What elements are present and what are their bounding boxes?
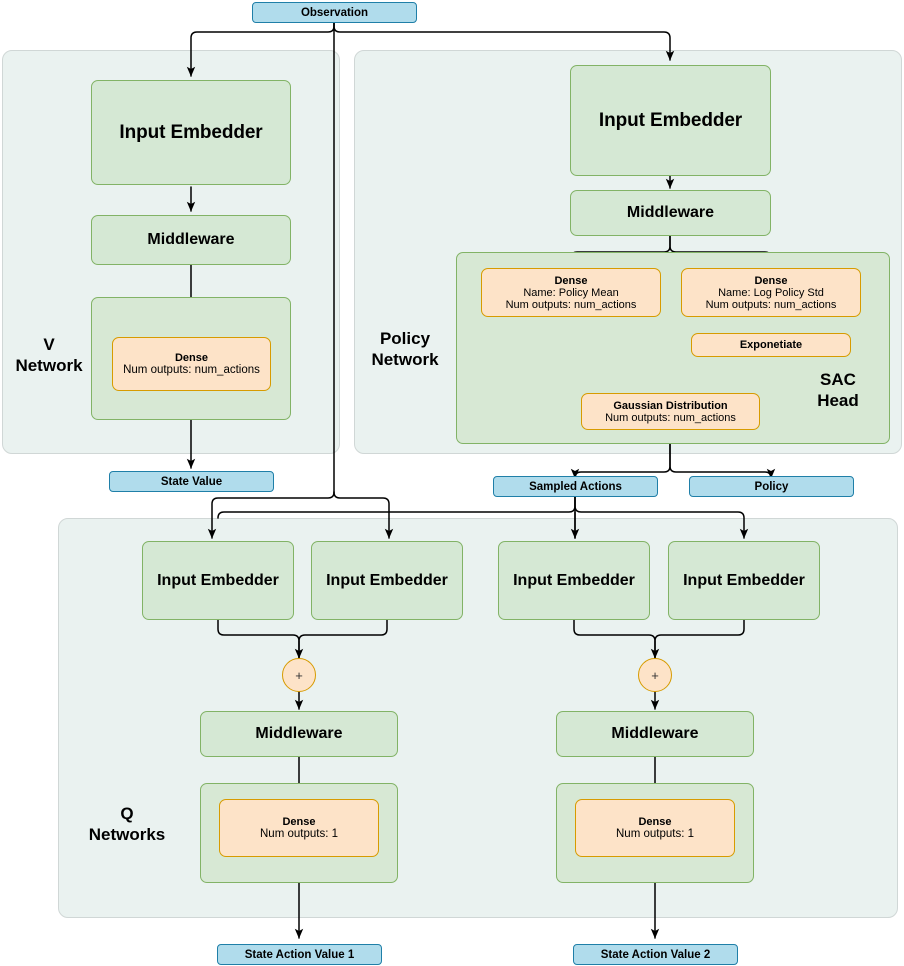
v-dense-title: Dense	[174, 352, 209, 364]
sac-gaussian-title: Gaussian Distribution	[613, 399, 728, 412]
policy-input-embedder-label: Input Embedder	[598, 109, 743, 131]
q-input-embedder-1-label: Input Embedder	[157, 571, 279, 589]
q-input-embedder-2[interactable]: Input Embedder	[311, 541, 463, 620]
v-middleware[interactable]: Middleware	[91, 215, 291, 265]
sac-dense-log-policy-std-name: Name: Log Policy Std	[718, 286, 824, 299]
q-input-embedder-3[interactable]: Input Embedder	[498, 541, 650, 620]
sac-exponetiate-label: Exponetiate	[739, 339, 803, 351]
policy-middleware[interactable]: Middleware	[570, 190, 771, 236]
sac-gaussian-outputs: Num outputs: num_actions	[605, 411, 736, 424]
io-state-action-value-1-label: State Action Value 1	[244, 948, 355, 961]
v-dense[interactable]: Dense Num outputs: num_actions	[112, 337, 271, 391]
io-observation[interactable]: Observation	[252, 2, 417, 23]
q-dense-1[interactable]: Dense Num outputs: 1	[219, 799, 379, 857]
q-middleware-1[interactable]: Middleware	[200, 711, 398, 757]
io-state-action-value-1[interactable]: State Action Value 1	[217, 944, 382, 965]
io-policy[interactable]: Policy	[689, 476, 854, 497]
q-middleware-2[interactable]: Middleware	[556, 711, 754, 757]
label-sac-head: SAC Head	[817, 370, 859, 411]
q-sum-node-2[interactable]: +	[638, 658, 672, 692]
q-dense-2-outputs: Num outputs: 1	[616, 828, 694, 840]
io-sampled-actions-label: Sampled Actions	[529, 480, 622, 493]
io-policy-label: Policy	[754, 480, 789, 493]
q-dense-1-outputs: Num outputs: 1	[260, 828, 338, 840]
q-input-embedder-3-label: Input Embedder	[513, 571, 635, 589]
q-sum-node-2-label: +	[651, 667, 659, 683]
q-dense-1-title: Dense	[282, 816, 316, 828]
q-input-embedder-4[interactable]: Input Embedder	[668, 541, 820, 620]
sac-dense-policy-mean[interactable]: Dense Name: Policy Mean Num outputs: num…	[481, 268, 661, 317]
v-input-embedder[interactable]: Input Embedder	[91, 80, 291, 185]
v-middleware-label: Middleware	[147, 231, 235, 248]
q-middleware-1-label: Middleware	[255, 725, 343, 742]
sac-exponetiate[interactable]: Exponetiate	[691, 333, 851, 357]
q-input-embedder-1[interactable]: Input Embedder	[142, 541, 294, 620]
sac-dense-policy-mean-name: Name: Policy Mean	[523, 286, 619, 299]
q-middleware-2-label: Middleware	[611, 725, 699, 742]
sac-dense-policy-mean-title: Dense	[554, 274, 588, 287]
sac-dense-log-policy-std-title: Dense	[754, 274, 788, 287]
io-state-action-value-2[interactable]: State Action Value 2	[573, 944, 738, 965]
io-state-action-value-2-label: State Action Value 2	[600, 948, 711, 961]
q-sum-node-1-label: +	[295, 667, 303, 683]
label-policy-network: Policy Network	[371, 329, 439, 370]
q-input-embedder-2-label: Input Embedder	[326, 571, 448, 589]
policy-input-embedder[interactable]: Input Embedder	[570, 65, 771, 176]
q-sum-node-1[interactable]: +	[282, 658, 316, 692]
sac-dense-policy-mean-outputs: Num outputs: num_actions	[505, 298, 637, 311]
io-sampled-actions[interactable]: Sampled Actions	[493, 476, 658, 497]
sac-dense-log-policy-std[interactable]: Dense Name: Log Policy Std Num outputs: …	[681, 268, 861, 317]
sac-gaussian-distribution[interactable]: Gaussian Distribution Num outputs: num_a…	[581, 393, 760, 430]
sac-dense-log-policy-std-outputs: Num outputs: num_actions	[705, 298, 837, 311]
q-dense-2-title: Dense	[638, 816, 672, 828]
v-input-embedder-label: Input Embedder	[119, 121, 263, 143]
io-state-value[interactable]: State Value	[109, 471, 274, 492]
label-q-networks: Q Networks	[88, 804, 166, 845]
label-v-network: V Network	[15, 335, 83, 376]
q-input-embedder-4-label: Input Embedder	[683, 571, 805, 589]
io-observation-label: Observation	[300, 6, 369, 19]
io-state-value-label: State Value	[160, 475, 223, 488]
policy-middleware-label: Middleware	[626, 204, 715, 221]
v-dense-outputs: Num outputs: num_actions	[123, 364, 260, 376]
q-dense-2[interactable]: Dense Num outputs: 1	[575, 799, 735, 857]
